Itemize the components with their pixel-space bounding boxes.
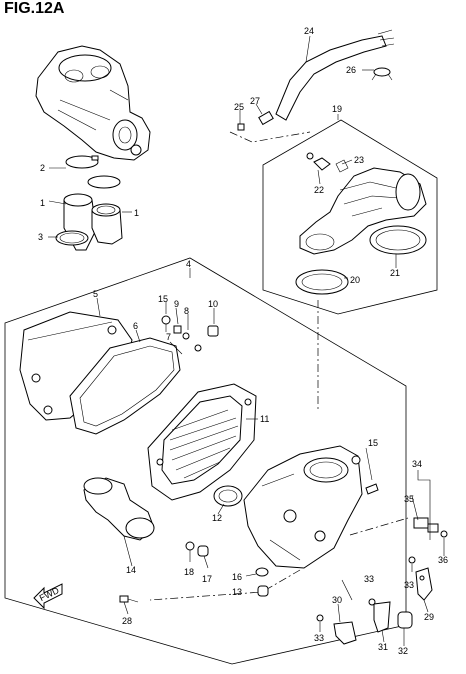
- leader-lines: [48, 35, 445, 646]
- label-part-3: 3: [38, 232, 43, 242]
- label-part-29: 29: [424, 612, 434, 622]
- washer-7: [194, 344, 202, 352]
- label-part-27: 27: [250, 96, 260, 106]
- clamp-16: [255, 567, 269, 577]
- spring-clamp: [55, 230, 89, 246]
- label-part-31: 31: [378, 642, 388, 652]
- element-gasket: [213, 485, 243, 507]
- label-part-18: 18: [184, 567, 194, 577]
- intake-group-frame: [262, 119, 438, 315]
- plug-13: [257, 585, 269, 597]
- collar-8: [182, 332, 190, 340]
- bolt-33-top: [408, 556, 416, 564]
- air-cleaner-case: [243, 445, 363, 569]
- grommet-10: [207, 325, 219, 337]
- duct-gasket: [295, 269, 349, 295]
- bracket-31: [373, 601, 391, 633]
- label-part-8: 8: [184, 306, 189, 316]
- collar-17: [197, 545, 209, 557]
- bracket-29: [415, 567, 433, 601]
- label-part-22: 22: [314, 185, 324, 195]
- label-part-33-top: 33: [364, 574, 374, 584]
- label-part-20: 20: [350, 275, 360, 285]
- figure-title: FIG.12A: [4, 0, 65, 17]
- label-part-16: 16: [232, 572, 242, 582]
- label-part-13: 13: [232, 587, 242, 597]
- intake-boot-right: [91, 203, 123, 245]
- label-part-6: 6: [133, 321, 138, 331]
- label-part-9: 9: [174, 299, 179, 309]
- label-part-26: 26: [346, 65, 356, 75]
- label-part-15-right: 15: [368, 438, 378, 448]
- label-part-32: 32: [398, 646, 408, 656]
- center-line-lower: [149, 569, 301, 601]
- label-part-25: 25: [234, 102, 244, 112]
- label-part-1-right: 1: [134, 208, 139, 218]
- label-part-28: 28: [122, 616, 132, 626]
- label-part-4: 4: [186, 259, 191, 269]
- clamp-pair: [65, 155, 121, 189]
- label-part-17: 17: [202, 574, 212, 584]
- label-part-10: 10: [208, 299, 218, 309]
- label-part-35: 35: [404, 494, 414, 504]
- bracket-34-callout: [417, 470, 431, 540]
- label-part-5: 5: [93, 289, 98, 299]
- bolt-28: [119, 595, 139, 603]
- center-line-main: [229, 131, 319, 410]
- label-part-36: 36: [438, 555, 448, 565]
- label-part-33-mid: 33: [404, 580, 414, 590]
- nut-36: [440, 530, 448, 538]
- label-part-23: 23: [354, 155, 364, 165]
- label-part-19: 19: [332, 104, 342, 114]
- bolt-15-right: [365, 483, 379, 495]
- bolt-15-top: [161, 315, 171, 332]
- label-part-14: 14: [126, 565, 136, 575]
- duct-seal: [369, 225, 427, 255]
- hose-clip-small: [237, 123, 245, 131]
- label-part-11: 11: [260, 414, 269, 424]
- cover-gasket-inner: [79, 345, 175, 427]
- label-part-7: 7: [166, 332, 171, 342]
- intake-duct: [299, 167, 427, 255]
- vacuum-fitting: [306, 152, 331, 171]
- label-part-30: 30: [332, 595, 342, 605]
- label-part-34: 34: [412, 459, 422, 469]
- bracket-30: [333, 621, 357, 645]
- label-part-15-top: 15: [158, 294, 168, 304]
- center-line-bracket: [349, 517, 409, 536]
- label-part-21: 21: [390, 268, 400, 278]
- forward-arrow-icon: FWD: [33, 583, 63, 610]
- label-part-1-left: 1: [40, 198, 45, 208]
- label-part-12: 12: [212, 513, 222, 523]
- filter-element: [147, 383, 257, 501]
- rubber-boot: [83, 477, 155, 541]
- bolt-33-mid: [368, 598, 376, 606]
- hose-clamp-small: [335, 159, 349, 173]
- fitting-35: [413, 517, 439, 533]
- label-part-24: 24: [304, 26, 314, 36]
- label-part-2: 2: [40, 163, 45, 173]
- grommet-18: [185, 541, 195, 551]
- bolt-33-low: [316, 614, 324, 622]
- hose-clip: [371, 67, 393, 81]
- throttle-body: [35, 45, 151, 161]
- cushion-32: [397, 611, 413, 629]
- cover-gasket: [69, 337, 181, 435]
- part-number-labels: 1 1 2 3 4 5 6 7 8 9 10 11 12 13 14 15 15…: [38, 26, 448, 656]
- label-part-33-low: 33: [314, 633, 324, 643]
- grommet-9: [173, 325, 182, 334]
